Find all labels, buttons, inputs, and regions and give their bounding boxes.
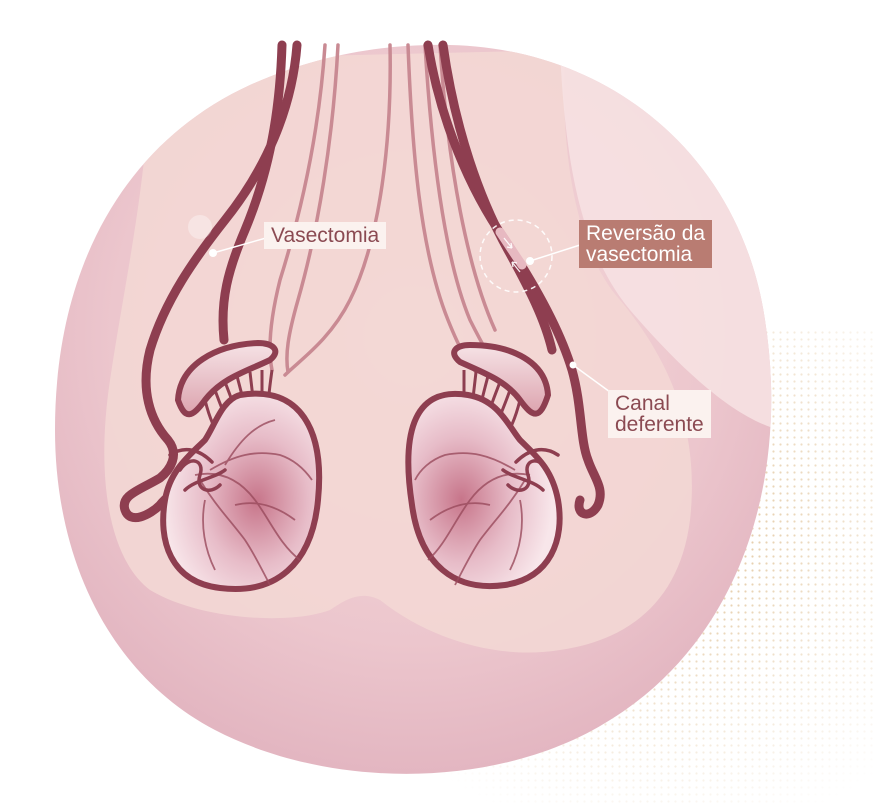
left-vas-deferens bbox=[119, 40, 302, 523]
left-vessel-tangle bbox=[168, 447, 227, 492]
label-reversal-line1: Reversão da bbox=[586, 222, 706, 245]
left-epididymis bbox=[174, 339, 279, 418]
label-reversal-line2: vasectomia bbox=[586, 243, 693, 266]
leader-dots bbox=[209, 249, 577, 369]
right-epididymis bbox=[451, 341, 552, 417]
left-testis bbox=[160, 390, 323, 592]
label-vasectomy-text: Vasectomia bbox=[271, 224, 380, 247]
reversal-dashed-circle bbox=[479, 219, 553, 293]
vasectomy-glow bbox=[188, 215, 212, 239]
reversal-arrows bbox=[503, 237, 521, 273]
label-vas-deferens-line2: deferente bbox=[615, 413, 704, 436]
label-vas-deferens: Canal deferente bbox=[608, 390, 711, 438]
right-vessel-tangle bbox=[501, 447, 560, 492]
reversal-segment bbox=[495, 227, 527, 270]
label-vas-deferens-line1: Canal bbox=[615, 392, 670, 415]
label-vasectomy: Vasectomia bbox=[264, 222, 387, 249]
label-vasectomy-reversal: Reversão da vasectomia bbox=[579, 220, 713, 268]
leader-lines bbox=[212, 237, 611, 393]
